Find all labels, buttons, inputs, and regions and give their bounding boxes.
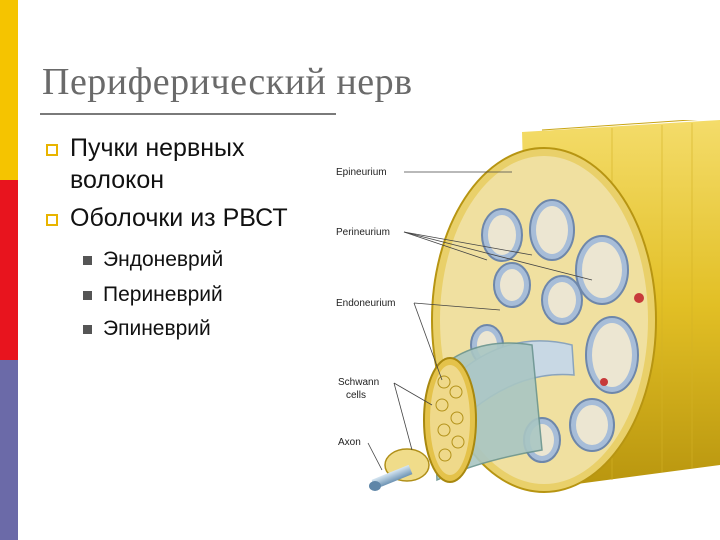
left-stripe-red [0, 180, 18, 360]
bullet-2: Оболочки из РВСТ [70, 204, 288, 232]
label-endoneurium: Endoneurium [336, 298, 395, 309]
bullet-square-icon [46, 214, 58, 226]
sub-bullet-square-icon [83, 291, 92, 300]
sub-bullet-1: Эндоневрий [103, 248, 224, 271]
bullet-1-line-1: Пучки нервных [70, 134, 245, 162]
bullet-square-icon [46, 144, 58, 156]
sub-bullet-square-icon [83, 325, 92, 334]
bullet-1-line-2: волокон [70, 166, 165, 194]
axon-core [371, 464, 413, 490]
label-axon: Axon [338, 437, 361, 448]
slide-title: Периферический нерв [42, 61, 413, 103]
sub-bullet-3: Эпиневрий [103, 317, 211, 340]
sub-bullet-square-icon [83, 256, 92, 265]
label-epineurium: Epineurium [336, 167, 387, 178]
nerve-diagram: Epineurium Perineurium Endoneurium Schwa… [336, 120, 720, 493]
label-schwann-line-2: cells [346, 390, 366, 401]
left-stripe-yellow [0, 0, 18, 180]
label-perineurium: Perineurium [336, 227, 390, 238]
left-stripe-purple [0, 360, 18, 540]
label-schwann-line-1: Schwann [338, 377, 379, 388]
sub-bullet-2: Периневрий [103, 283, 223, 306]
title-underline [40, 113, 336, 115]
